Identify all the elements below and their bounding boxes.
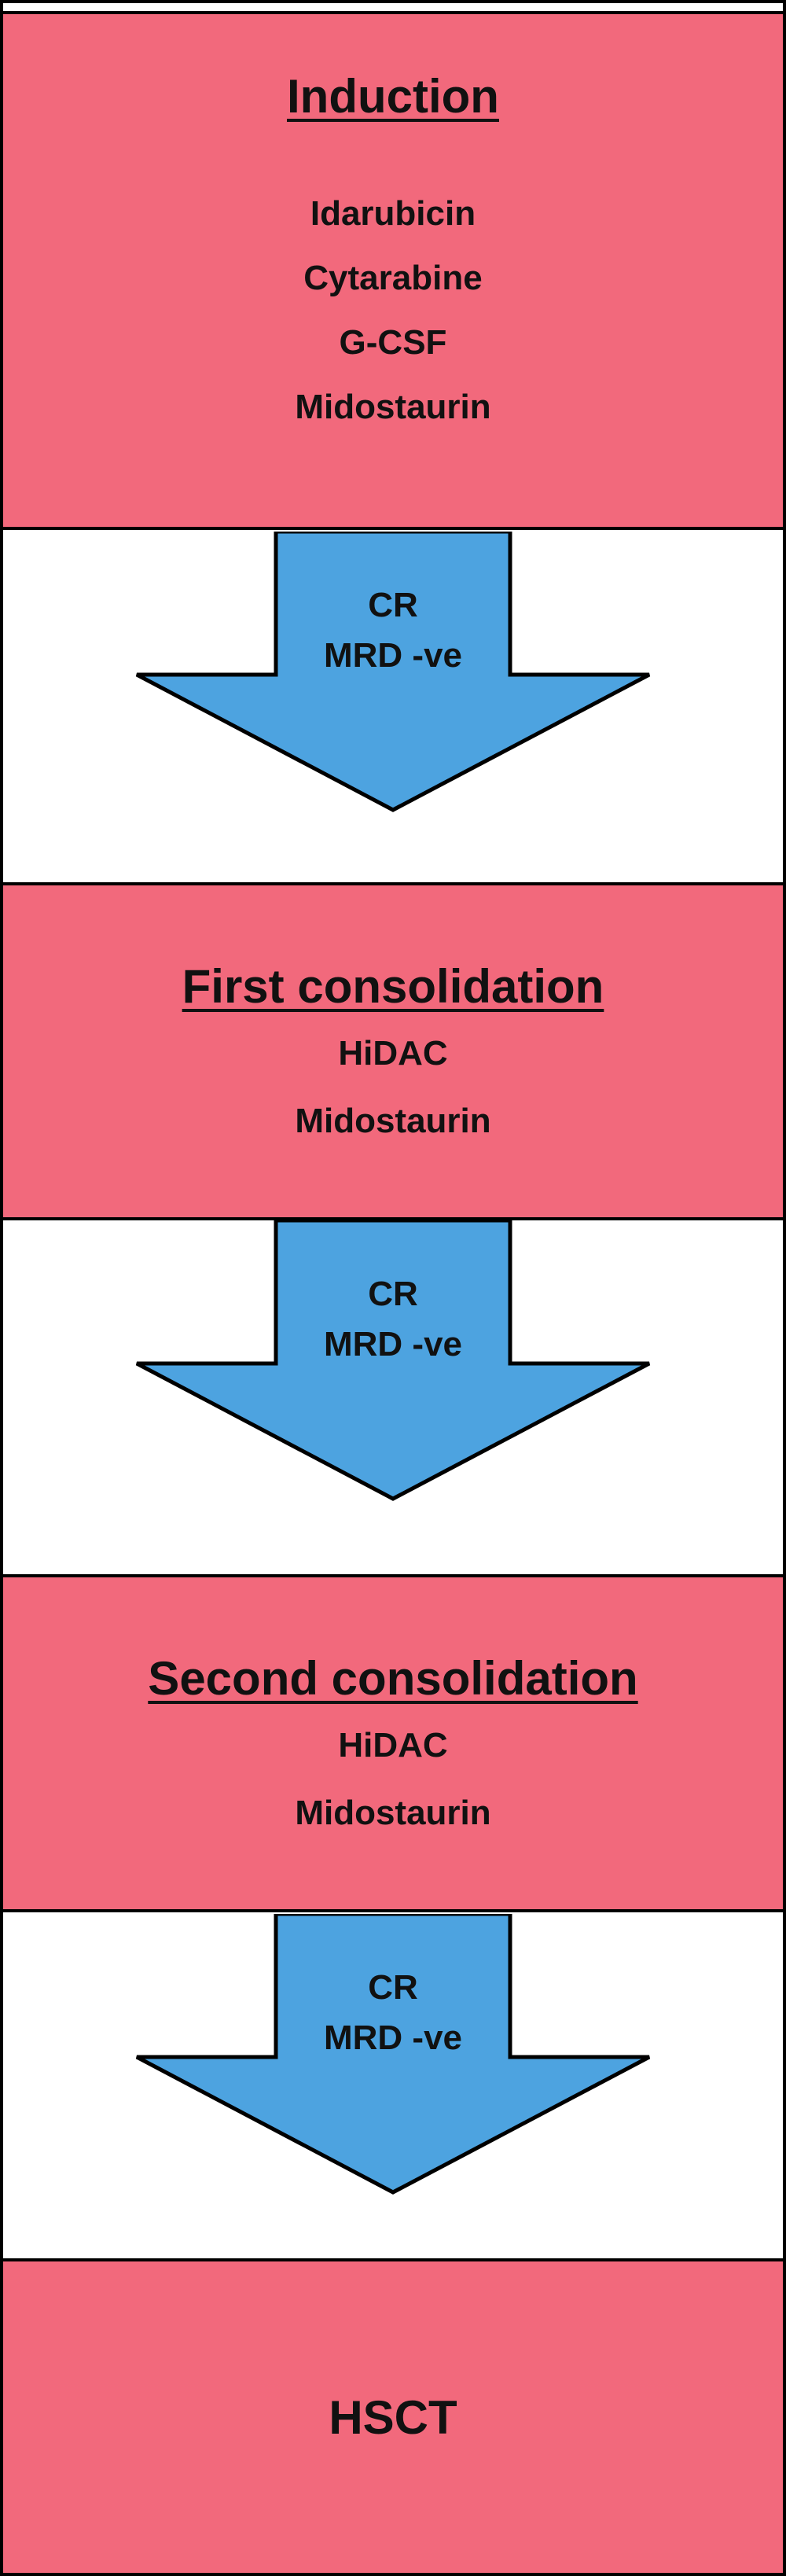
drug-item: Idarubicin [310, 194, 476, 233]
down-arrow-icon [135, 1220, 651, 1501]
box-first-consolidation-items: HiDAC Midostaurin [295, 1020, 490, 1155]
box-induction-items: Idarubicin Cytarabine G-CSF Midostaurin [295, 182, 490, 440]
arrow-condition-line: MRD -ve [323, 636, 463, 675]
drug-item: Midostaurin [295, 1102, 491, 1140]
drug-item: HiDAC [338, 1726, 448, 1765]
arrow-condition-line: CR [368, 1968, 418, 2007]
box-first-consolidation-title: First consolidation [182, 960, 604, 1013]
down-arrow-1: CR MRD -ve [134, 532, 652, 813]
box-hsct: HSCT [3, 2258, 783, 2573]
down-arrow-icon [135, 1914, 651, 2195]
box-induction-title: Induction [287, 70, 499, 123]
arrow-condition: CR MRD -ve [134, 1269, 652, 1370]
drug-item: Midostaurin [295, 388, 491, 426]
drug-item: Midostaurin [295, 1794, 491, 1832]
box-second-consolidation-title: Second consolidation [148, 1652, 638, 1705]
down-arrow-2: CR MRD -ve [134, 1220, 652, 1502]
arrow-condition: CR MRD -ve [134, 580, 652, 681]
arrow-condition-line: CR [368, 1275, 418, 1313]
box-induction: Induction Idarubicin Cytarabine G-CSF Mi… [3, 11, 783, 530]
down-arrow-3: CR MRD -ve [134, 1914, 652, 2195]
drug-item: Cytarabine [303, 259, 483, 297]
arrow-condition: CR MRD -ve [134, 1963, 652, 2063]
box-hsct-title: HSCT [329, 2390, 457, 2444]
box-second-consolidation: Second consolidation HiDAC Midostaurin [3, 1574, 783, 1912]
down-arrow-icon [135, 532, 651, 812]
arrow-condition-line: CR [368, 586, 418, 624]
arrow-condition-line: MRD -ve [323, 2018, 463, 2057]
arrow-condition-line: MRD -ve [323, 1325, 463, 1363]
drug-item: G-CSF [339, 323, 447, 362]
box-second-consolidation-items: HiDAC Midostaurin [295, 1712, 490, 1847]
drug-item: HiDAC [338, 1034, 448, 1073]
box-first-consolidation: First consolidation HiDAC Midostaurin [3, 882, 783, 1220]
